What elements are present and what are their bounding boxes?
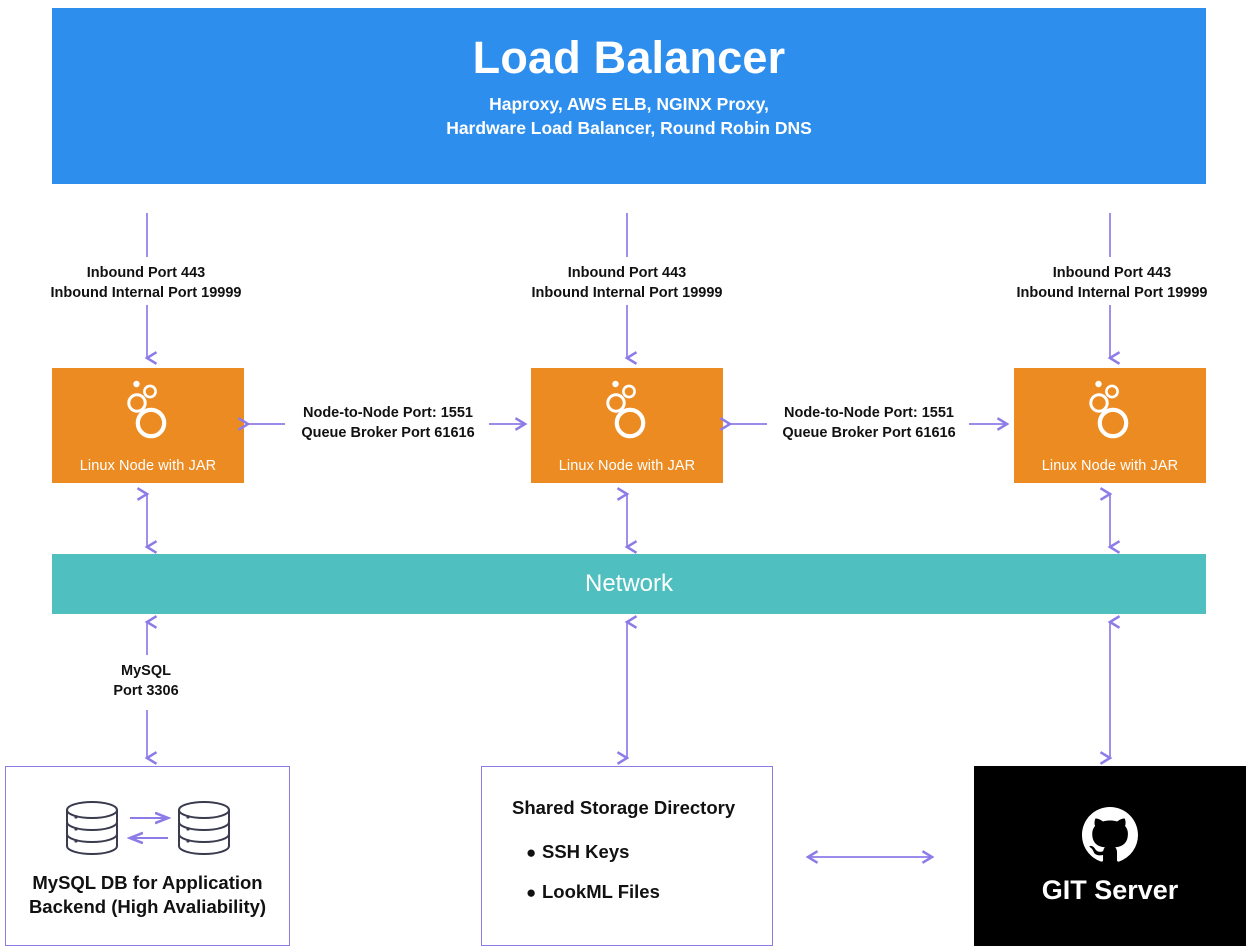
mysql-db-caption-line1: MySQL DB for Application (32, 872, 263, 893)
list-item: ● SSH Keys (526, 841, 660, 863)
inbound-label-left-line1: Inbound Port 443 (86, 265, 206, 281)
inbound-label-middle-line1: Inbound Port 443 (567, 265, 687, 281)
linux-node-right-label: Linux Node with JAR (1041, 458, 1179, 474)
node-link-label-right-line2: Queue Broker Port 61616 (782, 424, 956, 441)
mysql-db-caption-line2: Backend (High Avaliability) (28, 896, 267, 918)
load-balancer-box: Load Balancer Haproxy, AWS ELB, NGINX Pr… (52, 8, 1206, 184)
mysql-db-caption: MySQL DB for Application Backend (High A… (6, 871, 289, 919)
linux-node-middle-label: Linux Node with JAR (558, 458, 696, 474)
bullet-icon: ● (526, 883, 537, 902)
shared-storage-title: Shared Storage Directory (512, 797, 736, 818)
load-balancer-subtitle: Haproxy, AWS ELB, NGINX Proxy, Hardware … (446, 92, 812, 142)
inbound-label-middle-line2: Inbound Internal Port 19999 (531, 284, 723, 301)
looker-logo-icon (127, 380, 167, 439)
node-link-label-left-line2: Queue Broker Port 61616 (301, 424, 475, 441)
node-link-label-right: Node-to-Node Port: 1551 Queue Broker Por… (758, 404, 980, 443)
network-bar: Network (52, 554, 1206, 614)
inbound-label-right: Inbound Port 443 Inbound Internal Port 1… (992, 264, 1232, 303)
inbound-label-left: Inbound Port 443 Inbound Internal Port 1… (26, 264, 266, 303)
inbound-label-right-line1: Inbound Port 443 (1052, 265, 1172, 281)
looker-logo-icon (1089, 380, 1129, 439)
load-balancer-subtitle-line2: Hardware Load Balancer, Round Robin DNS (446, 118, 812, 139)
inbound-label-left-line2: Inbound Internal Port 19999 (50, 284, 242, 301)
mysql-link-label-line1: MySQL (121, 663, 171, 679)
list-item: ● LookML Files (526, 881, 660, 903)
linux-node-left[interactable]: Linux Node with JAR (52, 368, 244, 483)
node-link-label-left-line1: Node-to-Node Port: 1551 (303, 405, 473, 421)
network-label: Network (584, 570, 674, 597)
looker-logo-icon (606, 380, 646, 439)
inbound-label-middle: Inbound Port 443 Inbound Internal Port 1… (507, 264, 747, 303)
shared-storage-item-label: LookML Files (542, 881, 660, 902)
linux-node-middle[interactable]: Linux Node with JAR (531, 368, 723, 483)
mysql-link-label-line2: Port 3306 (113, 682, 179, 699)
github-icon (1082, 806, 1138, 862)
node-link-label-right-line1: Node-to-Node Port: 1551 (784, 405, 954, 421)
linux-node-right[interactable]: Linux Node with JAR (1014, 368, 1206, 483)
mysql-db-box[interactable]: MySQL DB for Application Backend (High A… (5, 766, 290, 946)
load-balancer-subtitle-line1: Haproxy, AWS ELB, NGINX Proxy, (489, 93, 769, 114)
load-balancer-title: Load Balancer (472, 32, 786, 83)
linux-node-left-label: Linux Node with JAR (79, 458, 217, 474)
shared-storage-item-label: SSH Keys (542, 841, 630, 862)
database-cylinder-pair-icon (6, 797, 289, 859)
git-server-label: GIT Server (1041, 874, 1179, 905)
git-server-box[interactable]: GIT Server (974, 766, 1246, 946)
inbound-label-right-line2: Inbound Internal Port 19999 (1016, 284, 1208, 301)
node-link-label-left: Node-to-Node Port: 1551 Queue Broker Por… (277, 404, 499, 443)
shared-storage-box[interactable]: Shared Storage Directory ● SSH Keys ● Look… (481, 766, 773, 946)
mysql-link-label: MySQL Port 3306 (76, 662, 216, 701)
bullet-icon: ● (526, 843, 537, 862)
shared-storage-list: ● SSH Keys ● LookML Files (526, 841, 660, 921)
